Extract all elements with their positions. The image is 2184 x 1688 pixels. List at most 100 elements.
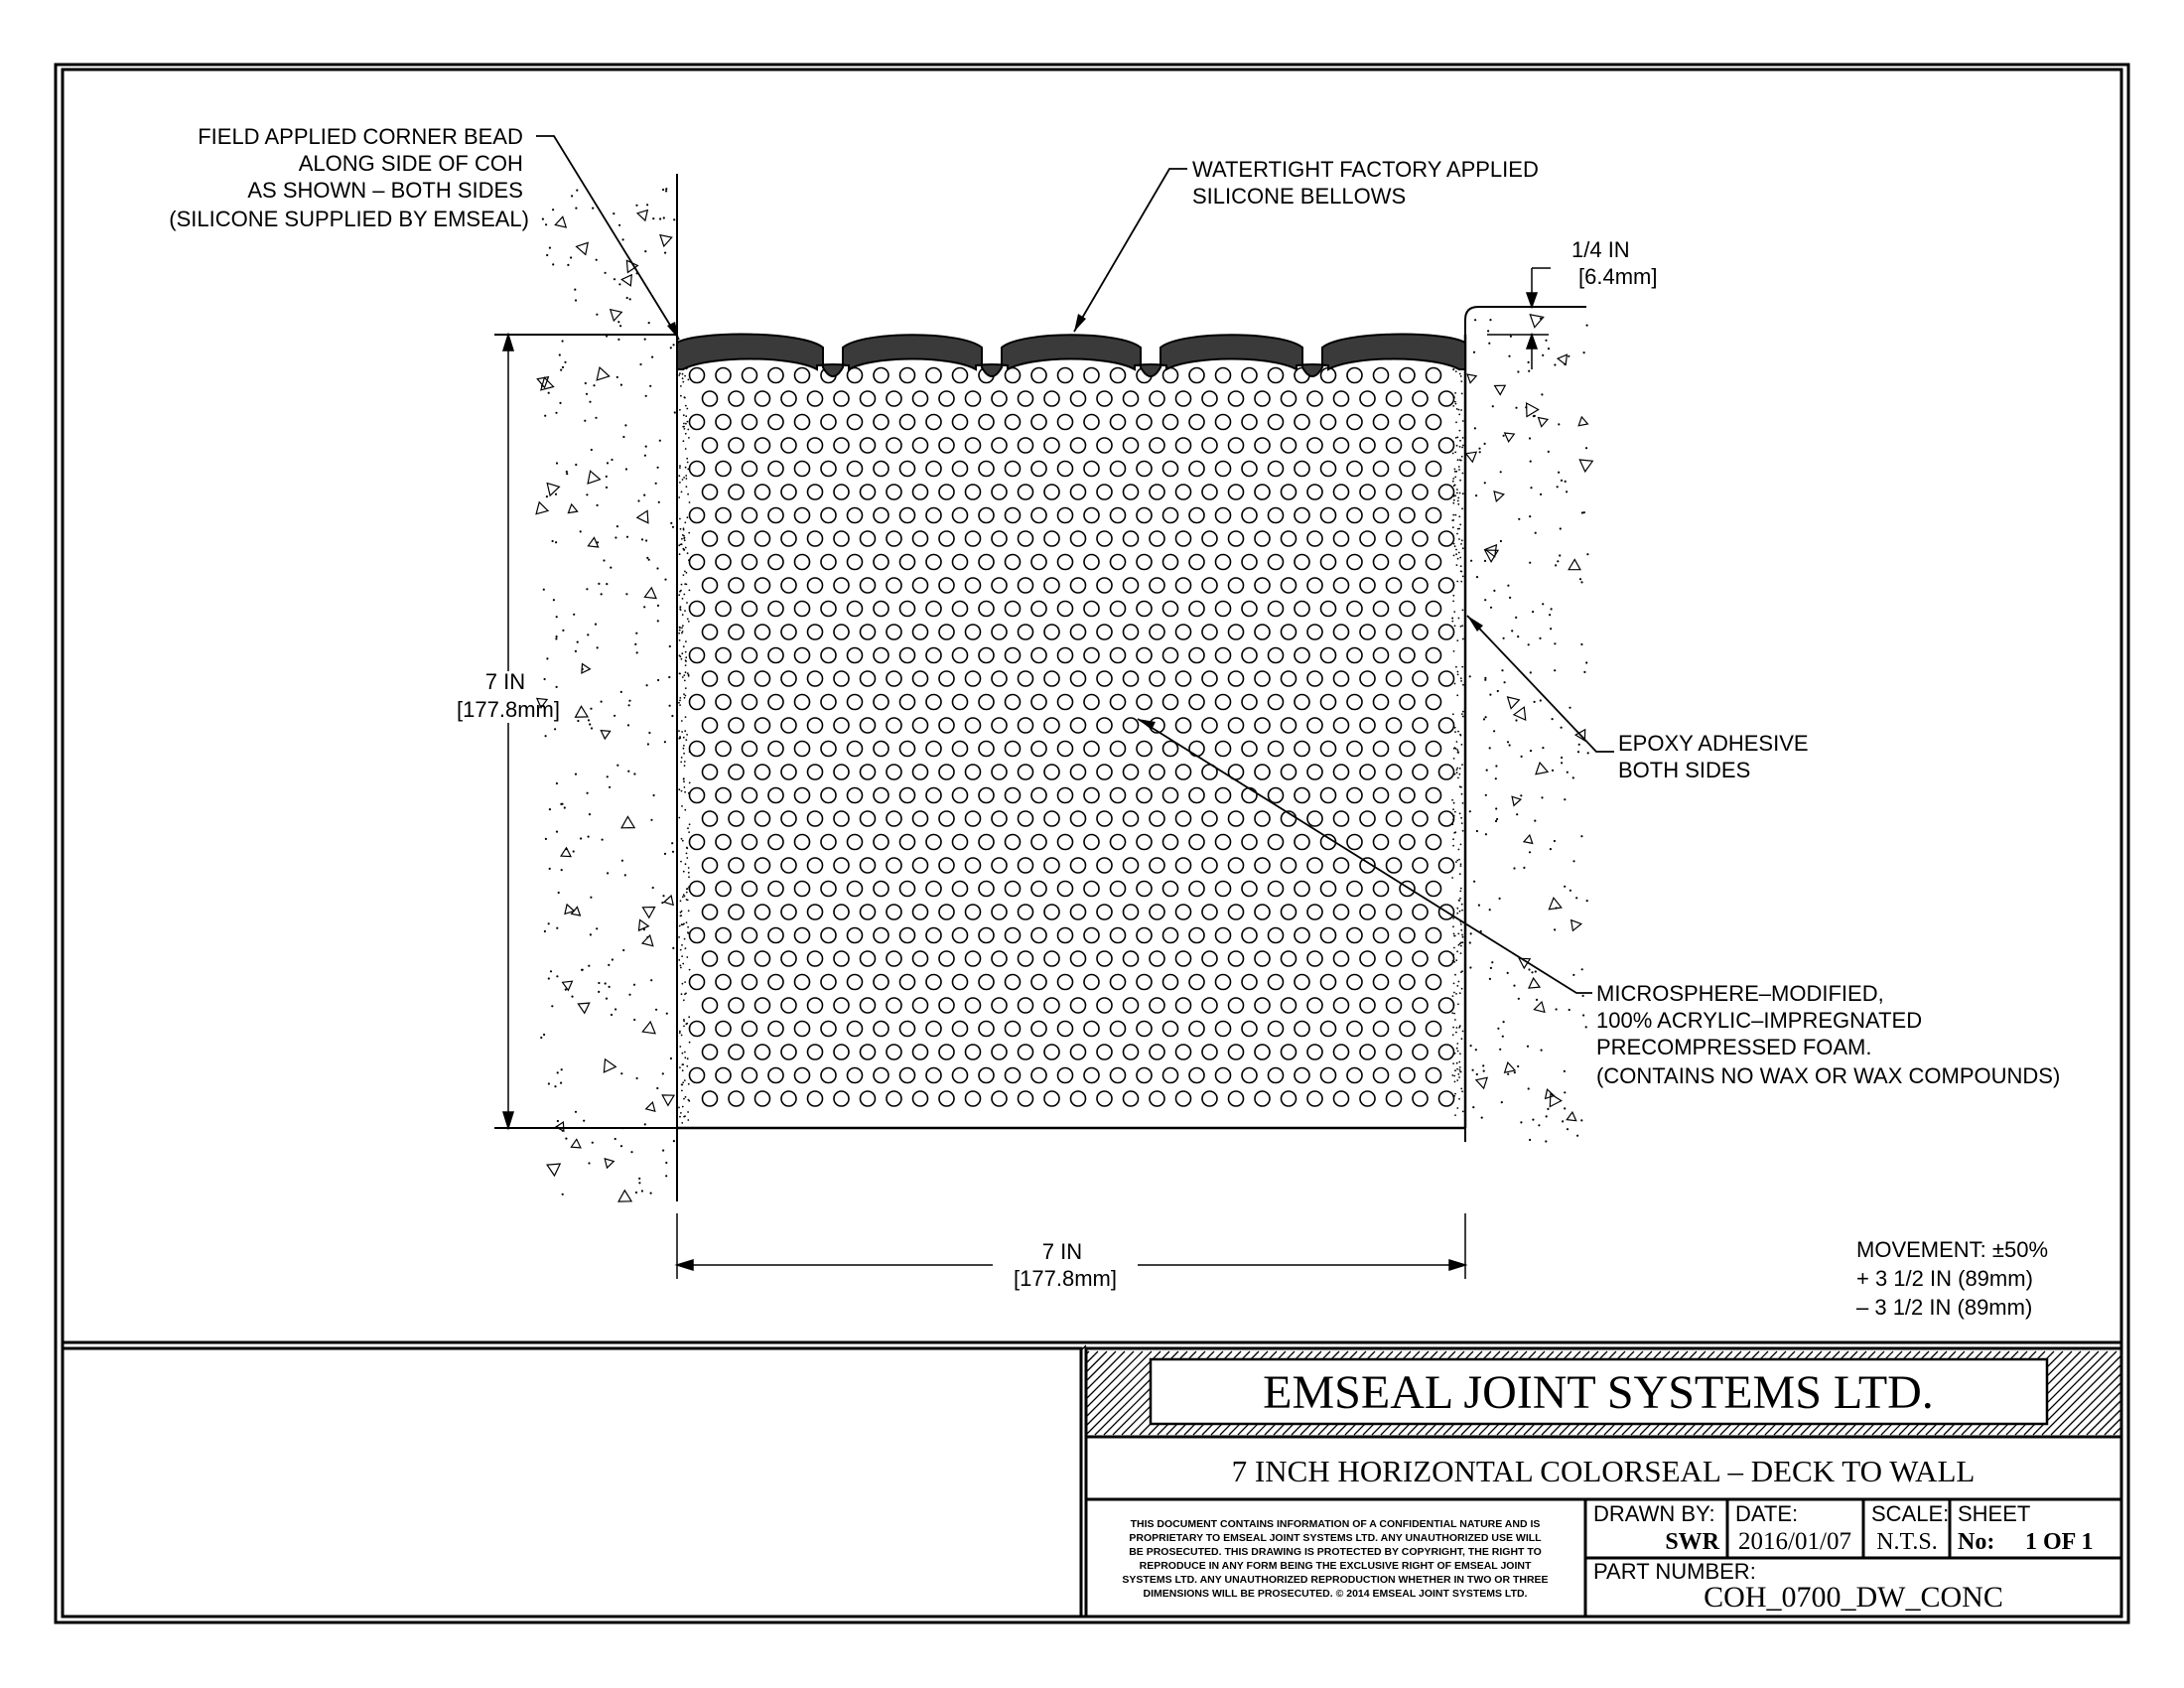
foam-cell bbox=[1437, 1090, 1455, 1107]
foam-cell bbox=[1254, 624, 1271, 640]
foam-cell bbox=[741, 366, 758, 384]
depth-dimension bbox=[501, 332, 515, 1131]
foam-cell bbox=[978, 553, 995, 571]
foam-cell bbox=[1319, 553, 1337, 571]
foam-cell bbox=[1136, 833, 1153, 851]
outer-border bbox=[54, 63, 2130, 1624]
foam-cell bbox=[1412, 670, 1429, 687]
foam-cell bbox=[1149, 1044, 1165, 1060]
foam-cell bbox=[780, 857, 797, 874]
foam-cell bbox=[1267, 833, 1285, 851]
foam-cell bbox=[1149, 624, 1165, 640]
recess-dimension bbox=[1525, 267, 1551, 369]
foam-cell bbox=[1241, 1066, 1258, 1084]
foam-cell bbox=[1188, 553, 1205, 571]
foam-cell bbox=[833, 530, 850, 547]
foam-cell bbox=[1280, 390, 1297, 407]
foam-cell bbox=[1161, 413, 1179, 431]
foam-cell bbox=[1069, 857, 1087, 874]
foam-cell bbox=[898, 1020, 916, 1038]
foam-cell bbox=[1254, 577, 1271, 594]
foam-cell bbox=[701, 717, 719, 734]
foam-cell bbox=[938, 624, 955, 640]
foam-cell bbox=[1149, 810, 1165, 827]
foam-cell bbox=[911, 670, 929, 687]
foam-cell bbox=[1412, 857, 1429, 874]
foam-cell bbox=[1399, 833, 1416, 851]
foam-cell bbox=[767, 833, 784, 851]
foam-cell bbox=[1241, 880, 1258, 898]
foam-cell bbox=[873, 740, 889, 758]
foam-cell bbox=[793, 600, 811, 618]
foam-cell bbox=[1109, 460, 1127, 478]
foam-cell bbox=[701, 577, 719, 594]
foam-cell bbox=[1004, 1066, 1022, 1084]
foam-cell bbox=[886, 1044, 902, 1060]
foam-cell bbox=[1136, 880, 1153, 898]
foam-cell bbox=[1017, 1044, 1034, 1060]
foam-cell bbox=[1017, 670, 1034, 687]
foam-cell bbox=[925, 1020, 942, 1038]
foam-cell bbox=[1254, 670, 1271, 687]
foam-cell bbox=[753, 810, 771, 827]
foam-cell bbox=[1122, 997, 1140, 1014]
foam-cell bbox=[1372, 693, 1390, 711]
foam-cell bbox=[715, 880, 732, 898]
foam-cell bbox=[833, 950, 850, 967]
foam-cell bbox=[991, 764, 1008, 780]
foam-cell bbox=[1332, 904, 1350, 920]
foam-cell bbox=[1043, 670, 1060, 687]
foam-cell bbox=[898, 553, 916, 571]
foam-cell bbox=[1294, 880, 1310, 898]
foam-cell bbox=[1096, 997, 1113, 1014]
foam-cell bbox=[833, 810, 850, 827]
foam-cell bbox=[1201, 577, 1218, 594]
foam-cell bbox=[1280, 670, 1297, 687]
foam-cell bbox=[1083, 833, 1100, 851]
foam-cell bbox=[873, 506, 889, 524]
foam-cell bbox=[1227, 997, 1245, 1014]
foam-cell bbox=[1241, 1020, 1258, 1038]
foam-cell bbox=[1188, 973, 1205, 991]
foam-cell bbox=[1425, 600, 1442, 618]
foam-cell bbox=[820, 600, 837, 618]
foam-cell bbox=[1161, 646, 1179, 664]
foam-cell bbox=[820, 646, 837, 664]
foam-cell bbox=[753, 624, 771, 640]
foam-cell bbox=[964, 764, 982, 780]
foam-cell bbox=[715, 1020, 732, 1038]
foam-cell bbox=[715, 973, 732, 991]
foam-cell bbox=[1385, 1090, 1403, 1107]
foam-cell bbox=[1399, 926, 1416, 944]
foam-cell bbox=[991, 484, 1008, 500]
foam-cell bbox=[1188, 926, 1205, 944]
foam-cell bbox=[780, 1044, 797, 1060]
foam-cell bbox=[859, 717, 877, 734]
foam-cell bbox=[1294, 786, 1310, 804]
foam-cell bbox=[741, 1066, 758, 1084]
foam-cell bbox=[1030, 880, 1047, 898]
foam-cell bbox=[1083, 413, 1100, 431]
foam-cell bbox=[1136, 786, 1153, 804]
foam-cell bbox=[780, 390, 797, 407]
foam-cell bbox=[964, 904, 982, 920]
foam-cell bbox=[1319, 973, 1337, 991]
foam-cell bbox=[1359, 670, 1376, 687]
foam-cell bbox=[1319, 880, 1337, 898]
foam-cell bbox=[1188, 366, 1205, 384]
foam-cell bbox=[978, 460, 995, 478]
foam-cell bbox=[1359, 950, 1376, 967]
foam-cell bbox=[1136, 973, 1153, 991]
foam-cell bbox=[951, 973, 969, 991]
foam-cell bbox=[820, 460, 837, 478]
foam-cell bbox=[715, 506, 732, 524]
foam-cell bbox=[1004, 600, 1022, 618]
foam-cell bbox=[1294, 926, 1310, 944]
foam-cell bbox=[846, 600, 864, 618]
foam-cell bbox=[806, 857, 824, 874]
foam-cell bbox=[846, 460, 864, 478]
foam-cell bbox=[701, 530, 719, 547]
foam-cell bbox=[898, 506, 916, 524]
foam-cell bbox=[688, 740, 706, 758]
foam-cell bbox=[1161, 553, 1179, 571]
